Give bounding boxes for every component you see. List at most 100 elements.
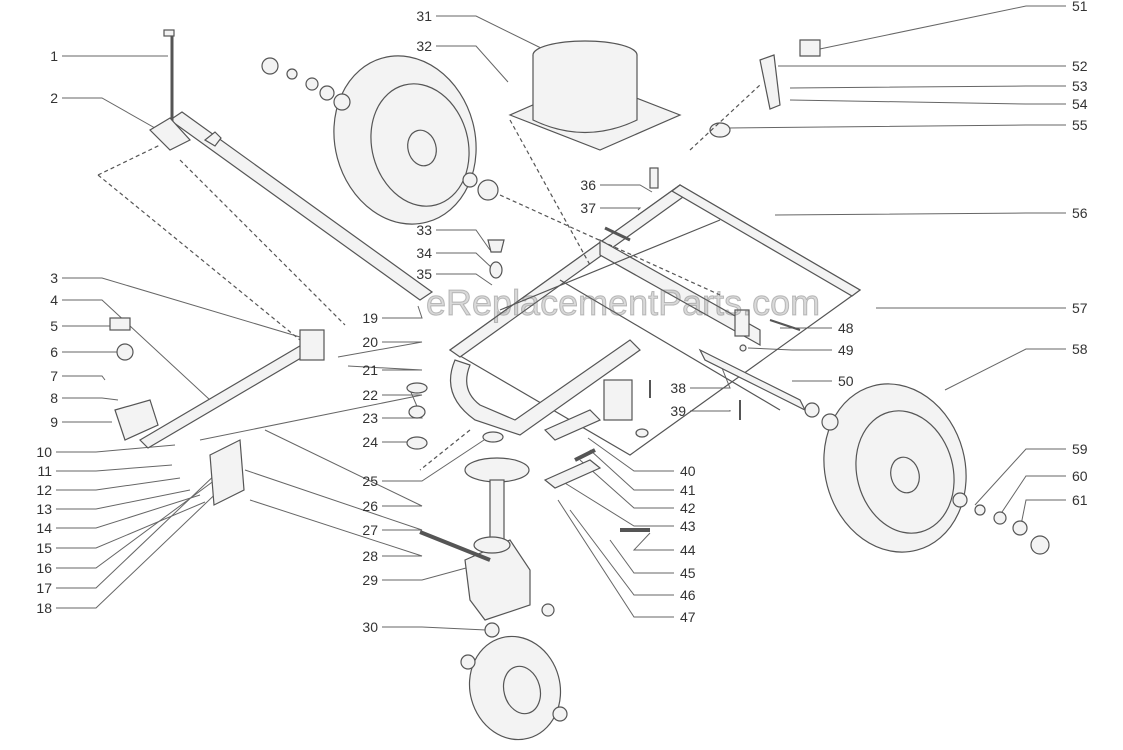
callout-26: 26: [362, 498, 378, 514]
leader-line-32: [436, 45, 509, 83]
leader-line-14: [56, 494, 201, 529]
callout-5: 5: [50, 318, 58, 334]
leader-line-46: [569, 509, 674, 596]
leader-line-51: [814, 5, 1066, 51]
leader-line-22: [199, 394, 423, 441]
leader-line-12: [56, 477, 181, 491]
callout-48: 48: [838, 320, 854, 336]
callout-21: 21: [362, 362, 378, 378]
leader-line-28: [249, 499, 423, 557]
callout-2: 2: [50, 90, 58, 106]
leader-line-31: [436, 15, 546, 51]
callout-49: 49: [838, 342, 854, 358]
callout-34: 34: [416, 245, 432, 261]
leader-line-17: [56, 469, 221, 589]
callout-40: 40: [680, 463, 696, 479]
leader-line-33: [436, 229, 491, 251]
callout-39: 39: [670, 403, 686, 419]
leader-line-25: [382, 439, 485, 482]
leader-line-20: [337, 341, 423, 358]
leader-line-18: [56, 481, 229, 609]
leader-line-55: [727, 124, 1066, 129]
hopper: [508, 40, 682, 151]
leader-line-61: [1019, 499, 1066, 531]
leader-line-2: [62, 97, 156, 129]
leader-line-60: [999, 475, 1066, 516]
callout-37: 37: [580, 200, 596, 216]
callout-9: 9: [50, 414, 58, 430]
leader-line-19: [382, 305, 423, 319]
leader-line-30: [382, 626, 487, 631]
hardware: [406, 39, 821, 532]
leader-line-49: [747, 347, 832, 351]
callout-28: 28: [362, 548, 378, 564]
callout-8: 8: [50, 390, 58, 406]
leader-line-29: [382, 567, 467, 581]
leader-line-38: [690, 367, 731, 389]
leader-line-21: [347, 365, 423, 371]
callout-38: 38: [670, 380, 686, 396]
callout-4: 4: [50, 292, 58, 308]
callout-57: 57: [1072, 300, 1088, 316]
caster-assembly: [419, 457, 568, 741]
callout-19: 19: [362, 310, 378, 326]
callout-6: 6: [50, 344, 58, 360]
left-wheel: [261, 55, 499, 225]
leader-lines: [56, 5, 1066, 631]
callout-59: 59: [1072, 441, 1088, 457]
callout-51: 51: [1072, 0, 1088, 14]
callout-7: 7: [50, 368, 58, 384]
callout-42: 42: [680, 500, 696, 516]
callout-44: 44: [680, 542, 696, 558]
leader-line-45: [609, 539, 674, 574]
callout-45: 45: [680, 565, 696, 581]
callout-53: 53: [1072, 78, 1088, 94]
leader-line-58: [944, 348, 1066, 391]
callout-25: 25: [362, 473, 378, 489]
callout-30: 30: [362, 619, 378, 635]
leader-line-44: [632, 532, 674, 551]
callout-13: 13: [36, 501, 52, 517]
callout-18: 18: [36, 600, 52, 616]
callout-33: 33: [416, 222, 432, 238]
callout-58: 58: [1072, 341, 1088, 357]
leader-line-16: [56, 479, 216, 569]
tongue-bar: [149, 29, 434, 301]
callout-36: 36: [580, 177, 596, 193]
callout-31: 31: [416, 8, 432, 24]
leader-line-8: [62, 397, 119, 401]
callout-52: 52: [1072, 58, 1088, 74]
dashed-guides: [97, 84, 761, 471]
callout-50: 50: [838, 373, 854, 389]
right-wheel: [698, 348, 1050, 555]
leader-line-47: [557, 499, 674, 618]
callout-27: 27: [362, 522, 378, 538]
callout-17: 17: [36, 580, 52, 596]
leader-line-37: [600, 207, 642, 211]
leader-line-11: [56, 464, 173, 472]
leader-line-40: [587, 437, 674, 472]
callout-46: 46: [680, 587, 696, 603]
callout-10: 10: [36, 444, 52, 460]
callout-43: 43: [680, 518, 696, 534]
leader-line-42: [579, 459, 674, 509]
callout-23: 23: [362, 410, 378, 426]
leader-line-27: [244, 469, 423, 531]
callout-3: 3: [50, 270, 58, 286]
leader-line-4: [62, 299, 211, 401]
leader-line-34: [436, 252, 493, 269]
left-bracket: [109, 317, 245, 506]
callout-15: 15: [36, 540, 52, 556]
callout-35: 35: [416, 266, 432, 282]
callout-54: 54: [1072, 96, 1088, 112]
callout-11: 11: [37, 463, 52, 479]
callout-61: 61: [1072, 492, 1088, 508]
callout-56: 56: [1072, 205, 1088, 221]
leader-line-59: [974, 448, 1066, 506]
callout-22: 22: [362, 387, 378, 403]
leader-line-35: [436, 273, 493, 286]
callout-55: 55: [1072, 117, 1088, 133]
leader-line-41: [589, 449, 674, 491]
